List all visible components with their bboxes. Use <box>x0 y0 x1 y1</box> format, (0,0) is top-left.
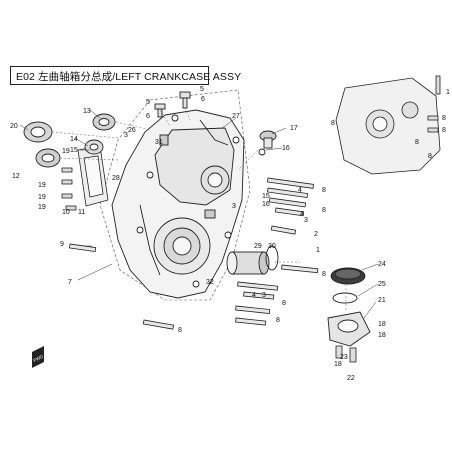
callout-31: 31 <box>155 139 163 146</box>
callout-15b: 15 <box>262 193 270 200</box>
callout-8b: 8 <box>322 207 326 214</box>
callout-32: 32 <box>206 279 214 286</box>
callout-5b: 5 <box>146 99 150 106</box>
callout-8i: 8 <box>442 127 446 134</box>
cover-plate-11 <box>77 145 109 207</box>
filter-cap-24 <box>330 267 366 285</box>
sleeve-29 <box>226 251 270 275</box>
seal-14 <box>84 139 104 155</box>
callout-1b: 1 <box>446 89 450 96</box>
callout-30: 30 <box>268 243 276 250</box>
callout-19a: 19 <box>62 148 70 155</box>
crankcase-body <box>111 109 245 299</box>
oil-plug-17 <box>258 130 277 156</box>
o-ring-25 <box>332 292 358 304</box>
bolt-set-right <box>68 177 319 330</box>
callout-10: 10 <box>62 209 70 216</box>
callout-6a: 6 <box>201 96 205 103</box>
callout-8f: 8 <box>178 327 182 334</box>
callout-5a: 5 <box>200 86 204 93</box>
callout-4a: 4 <box>298 187 302 194</box>
callout-3a: 3 <box>124 132 128 139</box>
callout-24: 24 <box>378 261 386 268</box>
callout-4b: 4 <box>300 211 304 218</box>
bearing-20 <box>23 121 53 143</box>
callout-12: 12 <box>12 173 20 180</box>
fitting-23 <box>335 345 357 363</box>
plug-5 <box>179 91 191 109</box>
callout-8j: 8 <box>428 153 432 160</box>
callout-18c: 18 <box>334 361 342 368</box>
callout-19c: 19 <box>38 194 46 201</box>
callout-13: 13 <box>83 108 91 115</box>
callout-8c: 8 <box>322 271 326 278</box>
callout-8a: 8 <box>322 187 326 194</box>
guide-lines <box>51 107 347 312</box>
callout-21: 21 <box>378 297 386 304</box>
callout-28: 28 <box>112 175 120 182</box>
fwd-label: FWD <box>33 353 45 363</box>
callout-9: 9 <box>60 241 64 248</box>
callout-20: 20 <box>10 123 18 130</box>
callout-11: 11 <box>78 209 85 216</box>
callout-8e: 8 <box>276 317 280 324</box>
screws-19 <box>61 167 77 211</box>
callout-19d: 19 <box>38 204 46 211</box>
callout-3c: 3 <box>262 292 266 299</box>
callout-3b: 3 <box>304 217 308 224</box>
callout-26: 26 <box>128 127 136 134</box>
callout-25: 25 <box>378 281 386 288</box>
bearing-13 <box>92 113 116 131</box>
callout-16b: 16 <box>262 201 270 208</box>
callout-2: 2 <box>314 231 318 238</box>
callout-1: 1 <box>316 247 320 254</box>
callout-15: 15 <box>70 147 78 154</box>
callout-18a: 18 <box>378 321 386 328</box>
leader-lines <box>19 109 379 319</box>
callout-7: 7 <box>68 279 72 286</box>
fwd-arrow-icon: FWD <box>32 346 45 368</box>
inset-view <box>335 75 441 175</box>
callout-33: 3 <box>232 203 236 210</box>
callout-22: 22 <box>347 375 355 382</box>
callout-14: 14 <box>70 136 78 143</box>
filter-housing-21 <box>327 311 371 347</box>
callout-16: 16 <box>282 145 290 152</box>
callout-23: 23 <box>340 354 348 361</box>
callout-8k: 8 <box>415 139 419 146</box>
diagram-title-box: E02 左曲轴箱分总成/LEFT CRANKCASE ASSY <box>10 66 241 85</box>
callout-6b: 6 <box>146 113 150 120</box>
callout-4c: 4 <box>252 292 256 299</box>
bearing-12 <box>35 148 61 168</box>
callout-19b: 19 <box>38 182 46 189</box>
ring-30 <box>265 245 279 271</box>
diagram-title: E02 左曲轴箱分总成/LEFT CRANKCASE ASSY <box>16 71 242 83</box>
callout-17: 17 <box>290 125 298 132</box>
callout-8h: 8 <box>442 115 446 122</box>
callout-18b: 18 <box>378 332 386 339</box>
plug-6 <box>154 103 166 118</box>
callout-8g: 8 <box>331 120 335 127</box>
callout-8d: 8 <box>282 300 286 307</box>
callout-27: 27 <box>232 113 240 120</box>
callout-labels: 5 6 5 6 20 13 14 15 19 12 19 19 19 10 11… <box>10 86 450 382</box>
callout-29: 29 <box>254 243 262 250</box>
